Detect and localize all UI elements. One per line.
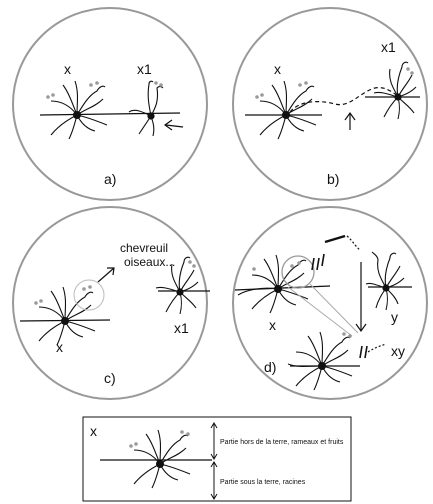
panel-d-circle [232, 206, 428, 400]
dashed-rhizome [289, 87, 399, 113]
panel-a: x x1 a) [12, 7, 208, 201]
pollen-flight [324, 234, 361, 251]
plant-xy [287, 331, 353, 391]
legend-plant-label: x [90, 423, 97, 439]
arrow-up-right-icon [97, 267, 115, 283]
pollen-marks [311, 253, 325, 271]
below-ground-arrow-icon [210, 461, 218, 500]
disperser-line-2: oiseaux... [124, 255, 175, 269]
plant-x1 [155, 256, 199, 315]
arrow-left-icon [163, 119, 184, 131]
arrow-up-icon [344, 111, 356, 130]
panel-a-caption: a) [104, 171, 116, 187]
panel-a-circle [12, 7, 208, 201]
plant-x1 [373, 61, 417, 120]
plant-x [34, 286, 96, 346]
panel-c-plant-x1-label: x1 [174, 320, 189, 336]
panel-b-circle [232, 7, 428, 201]
fruit-highlight-circle [73, 279, 105, 311]
panel-b-caption: b) [327, 171, 339, 187]
panel-d-plant-x-label: x [269, 317, 276, 333]
arrow-down-icon [355, 262, 367, 333]
plant-x [46, 80, 108, 140]
panel-b-plant-x-label: x [274, 61, 281, 77]
legend-plant [129, 429, 191, 489]
plant-x [255, 80, 317, 140]
panel-a-plant-x-label: x [64, 61, 71, 77]
panel-d-caption: d) [264, 359, 276, 375]
panel-c-plant-x-label: x [56, 339, 63, 355]
panel-a-plant-x1-label: x1 [137, 61, 152, 77]
panel-d: x y xy d) [232, 206, 428, 400]
legend-box: x Partie hors de la terre, rameaux et fr… [82, 416, 352, 502]
soil-line [234, 285, 331, 291]
soil-line [39, 112, 181, 116]
below-ground-label: Partie sous la terre, racines [220, 479, 306, 486]
plant-y [365, 251, 405, 311]
panel-d-offspring-label: xy [391, 343, 405, 359]
panel-d-plant-y-label: y [391, 309, 398, 325]
magnifier-circle [281, 255, 315, 289]
above-ground-arrow-icon [210, 422, 218, 460]
panel-c-caption: c) [104, 370, 116, 386]
dispersers-label: chevreuil oiseaux... [120, 241, 175, 269]
panel-c-circle [12, 206, 208, 400]
above-ground-label: Partie hors de la terre, rameaux et frui… [220, 439, 344, 446]
plant-x1 [128, 80, 164, 137]
panel-b-plant-x1-label: x1 [381, 39, 396, 55]
panel-b: x x1 b) [232, 7, 428, 201]
legend-frame [82, 416, 352, 502]
disperser-line-1: chevreuil [120, 241, 168, 255]
panel-c: chevreuil oiseaux... x x1 c) [12, 206, 210, 400]
plant-x [237, 254, 309, 314]
